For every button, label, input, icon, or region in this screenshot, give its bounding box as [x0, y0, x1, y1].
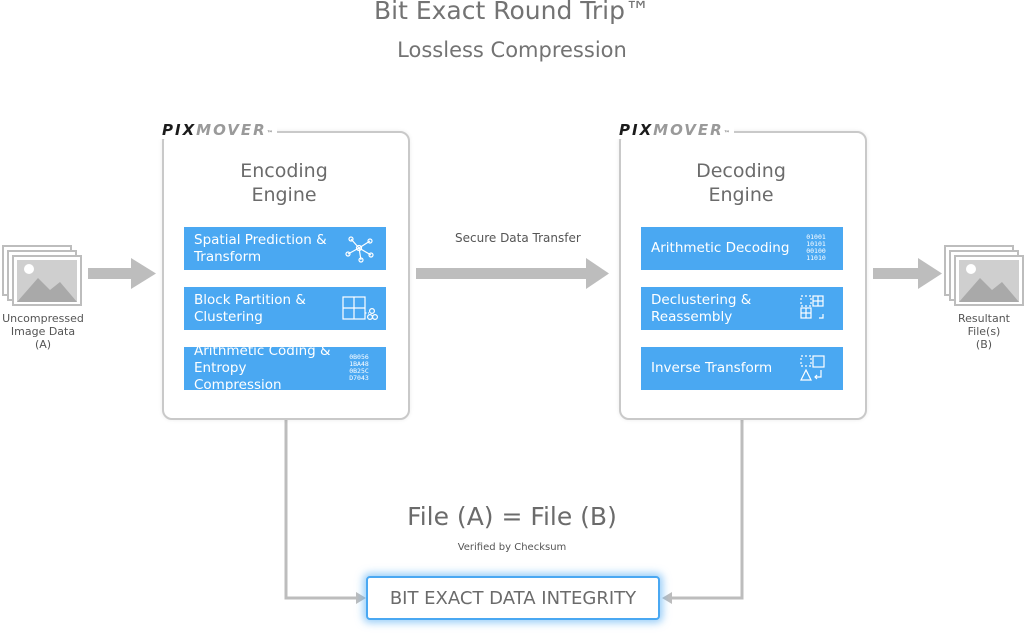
encoder-step-arithmetic-coding: Arithmetic Coding &Entropy Compression 0… [184, 343, 386, 393]
verified-by-checksum: Verified by Checksum [457, 542, 567, 553]
decoder-step-declustering: Declustering &Reassembly [641, 287, 843, 330]
decoder-title-line1: Decoding [696, 160, 786, 182]
decoder-step-arithmetic-decoding: Arithmetic Decoding 01001 10101 00100 11… [641, 227, 843, 270]
binary-line: 11010 [806, 254, 826, 262]
step-label-line1: Inverse Transform [651, 360, 773, 376]
input-label-line2: Image Data [10, 325, 76, 338]
decoder-step-inverse-transform: Inverse Transform [641, 347, 843, 390]
transfer-arrow [416, 258, 609, 289]
input-label: Uncompressed Image Data (A) [0, 312, 86, 351]
shapes-transform-icon [800, 355, 825, 381]
encoder-title-line2: Engine [251, 184, 317, 206]
logo-mover: MOVER [653, 121, 724, 139]
step-label-line1: Declustering & [651, 291, 752, 308]
binary-code-icon: 01001 10101 00100 11010 [797, 234, 835, 265]
hex-line: 0B25C [349, 367, 369, 375]
step-label-line2: Clustering [194, 308, 263, 325]
file-equation: File (A) = File (B) [407, 502, 617, 531]
step-label-line1: Arithmetic Coding & [194, 343, 331, 359]
step-label-line1: Spatial Prediction & [194, 231, 327, 248]
input-label-line1: Uncompressed [2, 312, 84, 325]
grid-cluster-icon [342, 296, 378, 321]
output-label-line1: Resultant [957, 312, 1010, 325]
output-label-line2: File(s) [967, 325, 1001, 338]
bit-exact-integrity-badge: BIT EXACT DATA INTEGRITY [366, 576, 660, 620]
binary-line: 00100 [806, 247, 826, 255]
logo-pix: PIX [162, 121, 197, 139]
encoding-engine-title: Encoding Engine [162, 159, 406, 207]
step-label-line2: Entropy Compression [194, 360, 282, 393]
logo-mover: MOVER [196, 121, 267, 139]
binary-line: 01001 [806, 233, 826, 241]
step-label-line2: Reassembly [651, 308, 733, 325]
decoder-integrity-connector [662, 419, 744, 604]
output-arrow [873, 258, 942, 289]
decoder-logo: PIXMOVER™ [615, 121, 734, 139]
binary-line: 10101 [806, 240, 826, 248]
encoder-title-line1: Encoding [240, 160, 328, 182]
decoding-engine-title: Decoding Engine [619, 159, 863, 207]
network-nodes-icon [345, 236, 374, 263]
logo-pix: PIX [619, 121, 654, 139]
encoder-step-block-partition: Block Partition &Clustering [184, 287, 386, 330]
diagram-title: Bit Exact Round Trip™ [374, 0, 650, 25]
logo-tm: ™ [723, 130, 730, 137]
input-label-line3: (A) [34, 338, 52, 351]
hex-line: 0B056 [349, 353, 369, 361]
hex-line: 1BA48 [349, 360, 369, 368]
diagram-subtitle: Lossless Compression [397, 38, 627, 62]
secure-transfer-label: Secure Data Transfer [455, 231, 581, 245]
hex-code-icon: 0B056 1BA48 0B25C D7043 [340, 354, 378, 385]
encoder-integrity-connector [284, 419, 366, 604]
encoder-logo: PIXMOVER™ [158, 121, 277, 139]
step-label-line1: Block Partition & [194, 291, 306, 308]
hex-line: D7043 [349, 374, 369, 382]
output-image-stack-icon [944, 245, 1024, 306]
step-label-line2: Transform [194, 248, 262, 265]
step-label-line1: Arithmetic Decoding [651, 240, 790, 256]
encoder-step-spatial-prediction: Spatial Prediction &Transform [184, 227, 386, 270]
input-image-stack-icon [2, 245, 82, 306]
decoder-title-line2: Engine [708, 184, 774, 206]
reassemble-grid-icon [800, 295, 824, 319]
output-label-line3: (B) [975, 338, 993, 351]
logo-tm: ™ [266, 130, 273, 137]
output-label: Resultant File(s) (B) [944, 312, 1024, 351]
input-arrow [88, 258, 156, 289]
